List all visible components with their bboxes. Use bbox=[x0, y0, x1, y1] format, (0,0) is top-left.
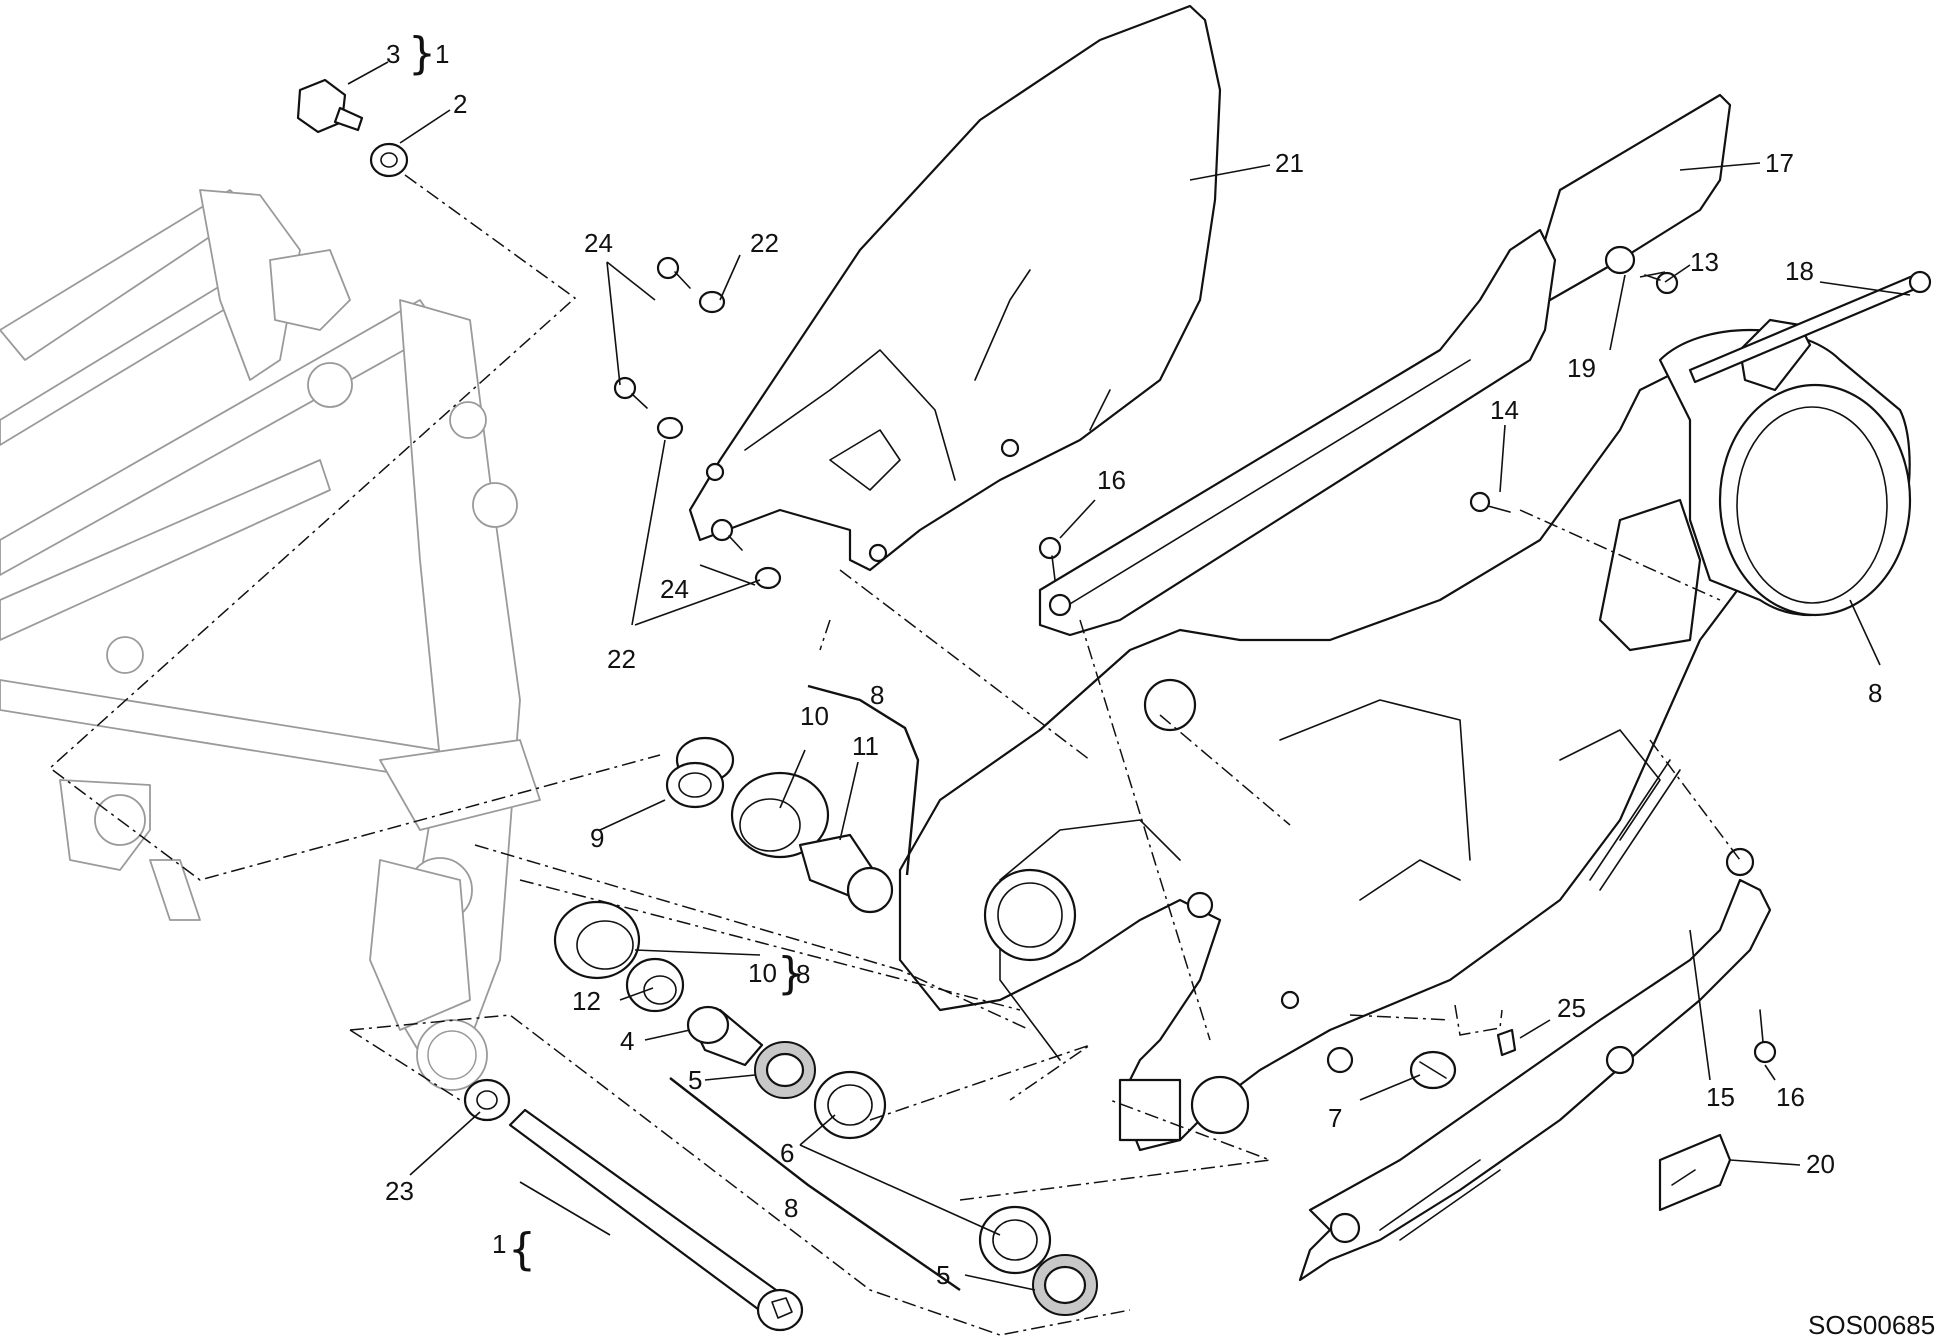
chain-guard-17 bbox=[1038, 93, 1732, 637]
brace-8-mid: } bbox=[777, 948, 805, 999]
callout-9: 9 bbox=[590, 823, 604, 853]
callout-10-top: 10 bbox=[800, 701, 829, 731]
washer-22-c bbox=[754, 566, 782, 590]
callout-18: 18 bbox=[1785, 256, 1814, 286]
seal-5-top bbox=[754, 1041, 816, 1099]
callout-16-bottom: 16 bbox=[1776, 1082, 1805, 1112]
screw-24-a bbox=[656, 256, 691, 289]
callout-15: 15 bbox=[1706, 1082, 1735, 1112]
screw-16-b bbox=[1753, 1009, 1777, 1064]
pivot-bolt-3 bbox=[296, 78, 364, 134]
callout-16-top: 16 bbox=[1097, 465, 1126, 495]
callout-7: 7 bbox=[1328, 1103, 1342, 1133]
callout-24-top: 24 bbox=[584, 228, 613, 258]
washer-22-b bbox=[656, 416, 684, 440]
washer-22-a bbox=[698, 290, 726, 314]
brace-1-top: } bbox=[408, 28, 436, 79]
callout-5-top: 5 bbox=[688, 1065, 702, 1095]
plate-20 bbox=[1658, 1133, 1732, 1212]
callout-8-lower-group: 8 bbox=[784, 1193, 798, 1223]
callout-2: 2 bbox=[453, 89, 467, 119]
needle-bearing-6-top bbox=[813, 1070, 887, 1140]
callout-24-mid: 24 bbox=[660, 574, 689, 604]
seal-5-bottom bbox=[1032, 1254, 1098, 1316]
callout-23: 23 bbox=[385, 1176, 414, 1206]
cap-7 bbox=[1409, 1050, 1457, 1090]
callout-22-bottom: 22 bbox=[607, 644, 636, 674]
callout-11: 11 bbox=[852, 731, 879, 761]
plug-25 bbox=[1496, 1028, 1517, 1057]
callout-21: 21 bbox=[1275, 148, 1304, 178]
alignment-lines bbox=[48, 174, 1741, 1336]
bolt-18 bbox=[1688, 270, 1932, 384]
callout-1-top: 1 bbox=[435, 39, 449, 69]
spacer-11 bbox=[798, 833, 894, 914]
bearing-10-bottom bbox=[553, 900, 641, 980]
callout-13: 13 bbox=[1690, 247, 1719, 277]
leader-lines bbox=[347, 61, 1911, 1291]
screw-13 bbox=[1644, 271, 1679, 295]
callout-20: 20 bbox=[1806, 1149, 1835, 1179]
spacer-4 bbox=[686, 1005, 764, 1067]
screw-24-c bbox=[710, 518, 743, 551]
callout-22-top: 22 bbox=[750, 228, 779, 258]
callout-8-upper-group: 8 bbox=[870, 680, 884, 710]
callout-8-swingarm: 8 bbox=[1868, 678, 1882, 708]
callout-8-mid: 8 bbox=[796, 959, 810, 989]
callout-19: 19 bbox=[1567, 353, 1596, 383]
brace-1-bottom: { bbox=[508, 1224, 536, 1275]
callout-6: 6 bbox=[780, 1138, 794, 1168]
callout-25: 25 bbox=[1557, 993, 1586, 1023]
chain-slider-15 bbox=[1298, 847, 1772, 1282]
spacer-9 bbox=[665, 736, 735, 809]
callout-1-bottom: 1 bbox=[492, 1229, 506, 1259]
callout-5-bottom: 5 bbox=[936, 1260, 950, 1290]
washer-2 bbox=[369, 142, 409, 178]
needle-bearing-6-bottom bbox=[978, 1205, 1052, 1275]
callout-4: 4 bbox=[620, 1026, 634, 1056]
washer-23 bbox=[463, 1078, 511, 1122]
callout-12: 12 bbox=[572, 986, 601, 1016]
washer-19 bbox=[1604, 245, 1636, 275]
drawing-code: SOS00685 bbox=[1808, 1310, 1935, 1340]
callout-14: 14 bbox=[1490, 395, 1519, 425]
callout-labels: 3 } 1 2 21 17 24 22 13 18 19 14 16 24 22… bbox=[385, 28, 1882, 1290]
swingarm-8 bbox=[898, 318, 1912, 1152]
callout-10-bottom: 10 bbox=[748, 958, 777, 988]
callout-17: 17 bbox=[1765, 148, 1794, 178]
ring-12 bbox=[625, 957, 685, 1013]
pivot-shaft-1 bbox=[508, 1108, 804, 1332]
screw-14 bbox=[1469, 491, 1511, 513]
frame-illustration bbox=[0, 189, 541, 1091]
bearing-10-top bbox=[730, 771, 830, 859]
rear-hugger-21 bbox=[688, 4, 1222, 572]
screw-16-a bbox=[1038, 536, 1062, 581]
callout-3: 3 bbox=[386, 39, 400, 69]
